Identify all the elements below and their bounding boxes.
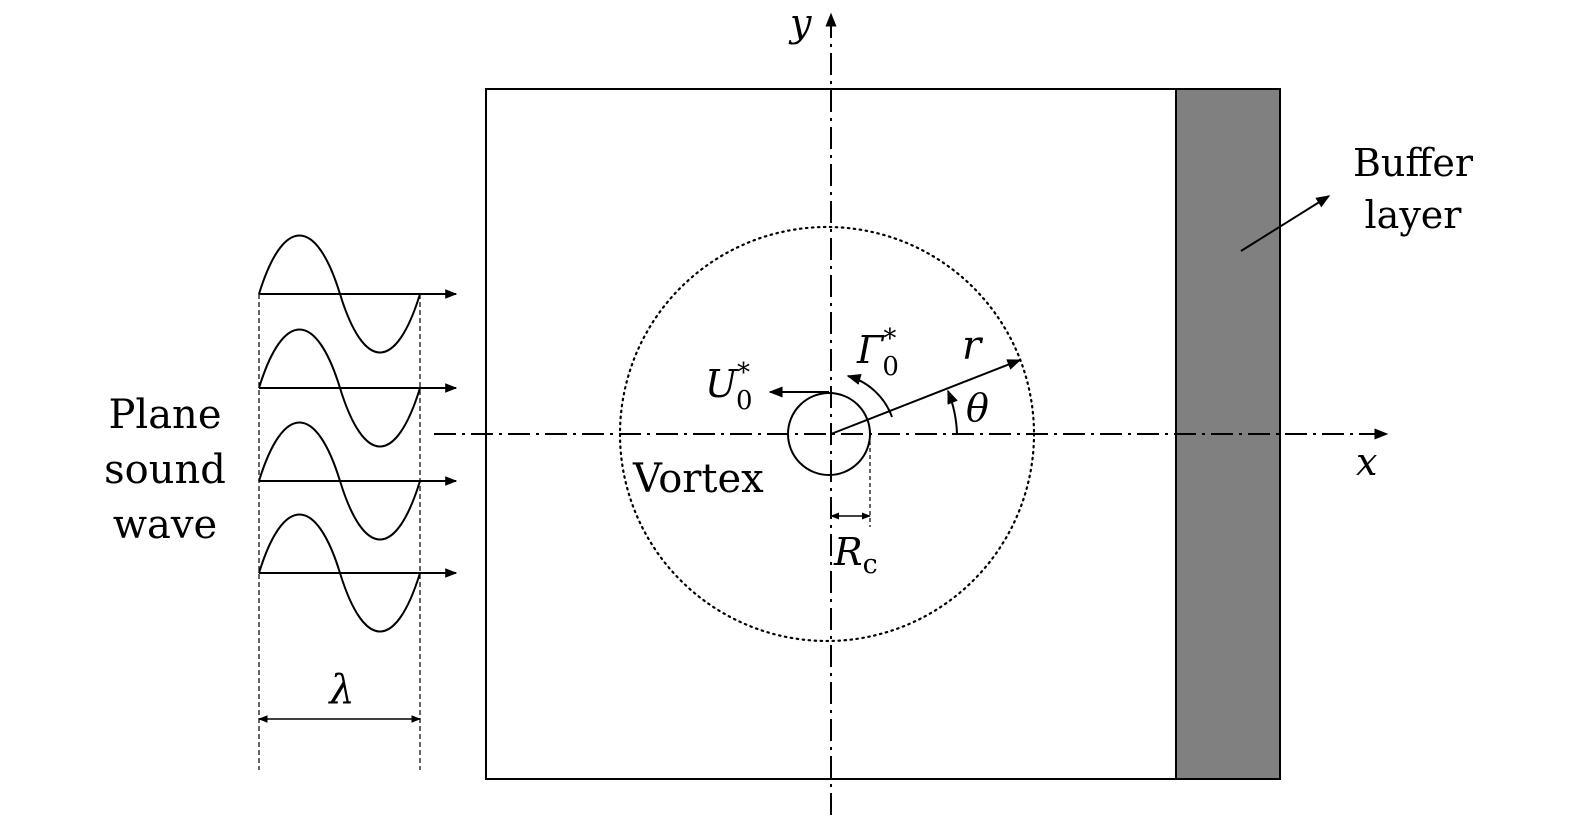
rc-label: Rc xyxy=(833,530,878,580)
radius-line xyxy=(830,359,1022,435)
wave-label-line-1: Plane xyxy=(109,392,222,438)
wave-1-curve xyxy=(258,234,421,354)
plane-sound-waves xyxy=(258,234,458,633)
vortex-label: Vortex xyxy=(632,456,764,502)
velocity-label: U*0 xyxy=(705,358,753,416)
angle-arc xyxy=(947,389,958,435)
radius-label: r xyxy=(962,323,984,369)
wave-label-line-3: wave xyxy=(113,502,217,548)
circulation-label: Γ*0 xyxy=(856,324,899,382)
wavelength-label: λ xyxy=(327,667,354,713)
wave-3-curve xyxy=(258,421,421,541)
angle-label: θ xyxy=(966,386,989,430)
wave-2-curve xyxy=(258,328,421,448)
circulation-arrow xyxy=(846,374,893,418)
buffer-pointer-arrow xyxy=(1240,195,1331,252)
buffer-label-line-2: layer xyxy=(1365,193,1463,237)
y-axis-label: y xyxy=(788,1,812,45)
vortex-influence-circle xyxy=(618,225,1036,643)
wave-4-curve xyxy=(258,513,421,633)
wave-label-line-2: sound xyxy=(104,447,226,493)
x-axis-label: x xyxy=(1356,440,1377,484)
buffer-label-line-1: Buffer xyxy=(1353,141,1474,185)
